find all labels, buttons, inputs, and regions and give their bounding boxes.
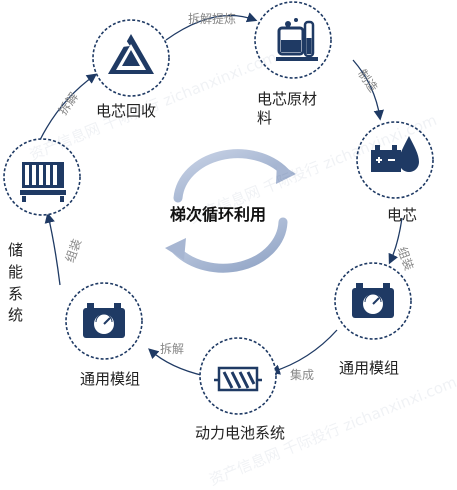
battery-rack-icon [20,162,66,202]
label-material: 电芯原材 料 [257,90,318,127]
coil-battery-icon [214,366,262,392]
label-recycle: 电芯回收 [96,102,157,120]
recycle-triangle-icon [108,34,154,74]
arc-recycle-to-material [165,12,258,41]
label-module-left: 通用模组 [80,370,141,388]
node-recycle [92,19,170,97]
battery-drop-icon [371,136,419,172]
node-cell [356,121,434,199]
lab-flask-icon [276,18,318,61]
edge-label: 拆解提炼 [188,12,237,26]
center-title: 梯次循环利用 [170,205,267,224]
battery-gauge-icon [83,303,125,338]
node-module-left [65,282,143,360]
arc-material-to-cell [352,59,384,121]
cycle-diagram [3,1,434,415]
arc-cell-to-module [388,217,403,265]
edge-label: 集成 [290,368,315,382]
label-storage: 储 能 系 统 [8,241,24,325]
node-storage [3,138,81,216]
arc-storage-to-recycle [39,73,98,141]
label-power-system: 动力电池系统 [195,424,286,442]
swirl-arrows-icon [165,149,296,273]
cycle-ring [39,12,403,377]
arc-module-to-power [269,329,338,375]
arc-module-to-storage [44,212,61,286]
label-module-right: 通用模组 [339,359,400,377]
edge-label: 拆解 [160,342,185,356]
node-power-system [199,337,277,415]
battery-gauge-icon [352,283,394,318]
node-module-right [334,262,412,340]
label-cell: 电芯 [387,206,418,224]
node-material [254,1,332,79]
